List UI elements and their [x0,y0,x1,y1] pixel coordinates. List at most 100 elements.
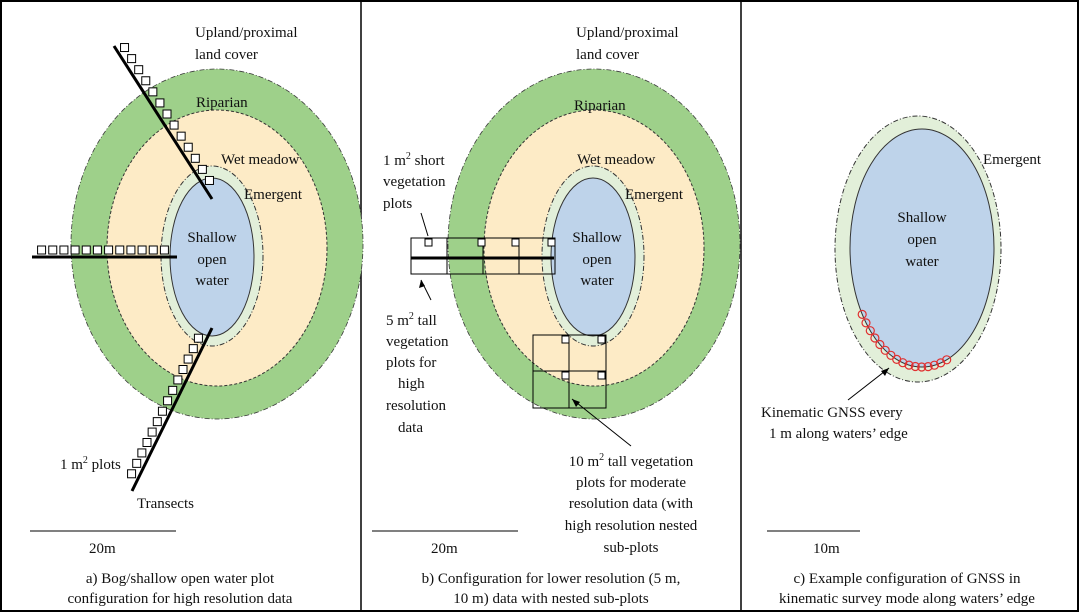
leader-short-veg [420,212,429,237]
tall10-label-line5: sub-plots [603,540,658,556]
plot-1m [92,245,102,255]
transect-north [112,45,214,200]
plot-1m [37,245,47,255]
plot-1m [127,54,137,64]
tall10-label-line4: high resolution nested [565,518,698,534]
plot-1m [134,65,144,75]
plot-1m [168,385,178,395]
gnss-point [923,362,933,372]
plot-1m [193,333,203,343]
plot-1m [190,153,200,163]
plot-1m [48,245,58,255]
plot-1m [104,245,114,255]
plot-1m [162,109,172,119]
leader-gnss [847,367,890,401]
plot-1m [120,43,130,53]
tall-veg-10m-plot [532,334,607,409]
leader-10m-plots [571,398,632,447]
plot-1m [127,469,137,479]
scale-label: 10m [813,541,840,557]
emergent-label: Emergent [244,187,303,203]
short-veg-label-line3: plots [383,196,412,212]
plot-1m [169,120,179,130]
plot-1m [183,354,193,364]
plot-1m [148,87,158,97]
panel-c: Emergent Shallow open water Kinematic GN… [761,115,1042,607]
water-label-line2: open [907,232,937,248]
gnss-point [917,362,927,372]
gnss-label-line2: 1 m along waters’ edge [769,426,908,442]
tall10-label-line3: resolution data (with [569,496,694,512]
riparian-label: Riparian [196,95,248,111]
plot-1m [126,245,136,255]
short-veg-label-line1: 1 m2 short [383,151,446,169]
caption-line2: configuration for high resolution data [68,591,293,607]
upland-label-line2: land cover [195,47,258,63]
upland-label-line1: Upland/proximal [576,25,678,41]
plot-1m [155,98,165,108]
caption-line2: 10 m) data with nested sub-plots [453,591,649,607]
gnss-point [942,355,952,365]
plot-1m [204,175,214,185]
tall5-label-line1: 5 m2 tall [386,311,437,329]
tall10-label-line2: plots for moderate [576,475,686,491]
tall5-label-line6: data [398,420,423,436]
water-label-line1: Shallow [897,210,946,226]
transect-plots [37,43,214,479]
arrowhead [881,368,889,376]
water-label-line3: water [195,273,228,289]
plot-1m [152,417,162,427]
water-label-line3: water [905,254,938,270]
gnss-point [857,309,867,319]
panel-b: Upland/proximal land cover Riparian Wet … [372,25,741,607]
tall5-label-line2: vegetation [386,334,449,350]
transect-south [130,327,214,492]
plot-1m [173,375,183,385]
water-label-line1: Shallow [572,230,621,246]
upland-label-line2: land cover [576,47,639,63]
plot-1m [477,238,486,247]
plot-1m [176,131,186,141]
scale-label: 20m [89,541,116,557]
tall5-label-line3: plots for [386,355,436,371]
gnss-point [929,360,940,370]
emergent-label: Emergent [625,187,684,203]
plots-label: 1 m2 plots [60,455,121,473]
water-label-line2: open [582,252,612,268]
caption-line2: kinematic survey mode along waters’ edge [779,591,1035,607]
plot-1m [148,245,158,255]
gnss-point [910,361,920,372]
plot-1m [70,245,80,255]
plot-1m [188,344,198,354]
plot-1m [137,448,147,458]
scale-label: 20m [431,541,458,557]
plot-5m [518,237,556,275]
gnss-label-line1: Kinematic GNSS every [761,405,903,421]
tall10-label-line1: 10 m2 tall vegetation [569,452,694,470]
caption-line1: c) Example configuration of GNSS in [793,571,1021,587]
transects-label: Transects [137,496,194,512]
plot-1m [59,245,69,255]
plot-1m [597,371,606,380]
plot-1m [142,438,152,447]
short-veg-1m-plots [424,238,556,247]
water-label-line3: water [580,273,613,289]
upland-label-line1: Upland/proximal [195,25,297,41]
riparian-label: Riparian [574,98,626,114]
tall5-label-line4: high [398,376,425,392]
tall-veg-5m-plots [410,237,556,275]
plot-1m [159,245,169,255]
gnss-point [870,333,880,343]
plot-1m [597,335,606,344]
plot-1m [547,238,556,247]
caption-line1: a) Bog/shallow open water plot [86,571,275,587]
gnss-points [857,309,952,372]
gnss-point [904,360,914,370]
plot-1m [141,76,151,86]
wet-meadow-label: Wet meadow [221,152,300,168]
water-label-line1: Shallow [187,230,236,246]
arrowhead [572,399,580,407]
plot-1m [561,335,570,344]
